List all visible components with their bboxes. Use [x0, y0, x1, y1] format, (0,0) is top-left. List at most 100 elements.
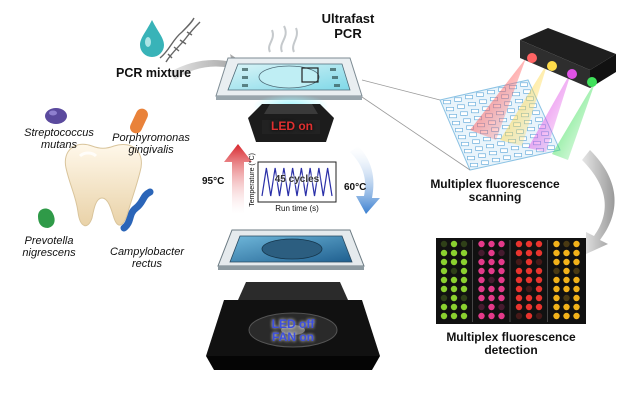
detection-well	[553, 285, 560, 293]
scan-well	[503, 155, 511, 160]
detection-well	[488, 312, 495, 320]
detection-well	[450, 285, 458, 293]
detection-well	[460, 249, 468, 257]
detection-well	[535, 303, 543, 311]
detection-well	[515, 285, 523, 293]
detection-well	[515, 294, 523, 302]
detection-well	[488, 285, 495, 293]
scanning-label-line2: scanning	[468, 190, 522, 205]
detection-label: Multiplex fluorescence detection	[428, 330, 594, 358]
detection-well	[515, 249, 523, 257]
scan-well	[475, 146, 483, 151]
detection-well	[573, 312, 580, 320]
plot-x-axis-label: Run time (s)	[275, 204, 319, 213]
detection-well	[553, 267, 560, 275]
connector-line	[361, 79, 441, 101]
detection-well	[488, 249, 495, 257]
detection-well	[440, 276, 448, 284]
scan-well	[500, 148, 508, 153]
dna-icon	[159, 17, 201, 63]
detection-well	[553, 312, 560, 320]
detection-well	[450, 267, 458, 275]
campylobacter-label: Campylobacter rectus	[92, 246, 202, 271]
ultrafast-pcr-line1: Ultrafast	[321, 11, 375, 26]
detection-well	[563, 276, 570, 284]
detection-well	[460, 294, 468, 302]
detection-well	[498, 240, 505, 248]
scan-well	[535, 117, 543, 122]
scan-well	[525, 150, 533, 155]
scan-well	[472, 139, 480, 144]
porphyromonas-icon	[130, 108, 148, 134]
cycles-label: 45 cycles	[274, 174, 320, 185]
detection-well	[515, 258, 523, 266]
detection-well	[563, 249, 570, 257]
scan-well	[476, 92, 484, 97]
scanning-label: Multiplex fluorescence scanning	[420, 177, 570, 205]
detection-arrow	[582, 150, 615, 254]
streptococcus-icon	[45, 108, 67, 124]
detection-well	[460, 285, 468, 293]
detection-well	[563, 312, 570, 320]
droplet-icon	[140, 20, 164, 57]
tooth-icon	[64, 143, 142, 227]
detection-well	[498, 312, 505, 320]
scan-well	[483, 137, 491, 142]
detection-well	[563, 285, 570, 293]
scan-well	[467, 156, 475, 161]
streptococcus-name-line2: mutans	[40, 139, 78, 152]
detection-well	[525, 267, 533, 275]
detection-well	[460, 240, 468, 248]
hot-temp-label: 95°C	[202, 176, 225, 187]
detection-well	[498, 294, 505, 302]
light-beam	[470, 58, 526, 140]
detection-well	[498, 276, 505, 284]
scan-well	[469, 132, 477, 137]
scan-well	[522, 143, 530, 148]
detection-label-line1: Multiplex fluorescence	[446, 330, 576, 344]
detection-well	[515, 267, 523, 275]
campylobacter-icon	[120, 188, 154, 232]
campylobacter-name-line2: rectus	[132, 258, 162, 271]
detection-well	[488, 303, 495, 311]
detection-well	[498, 258, 505, 266]
led-on-label: LED on	[271, 119, 313, 133]
fan-on-label: FAN on	[272, 330, 314, 345]
detection-well	[450, 294, 458, 302]
detection-well	[535, 240, 543, 248]
detection-well	[498, 303, 505, 311]
detection-well	[488, 276, 495, 284]
scan-well	[452, 121, 460, 126]
cold-temp-label: 60°C	[344, 182, 367, 193]
detection-well	[515, 240, 523, 248]
detection-well	[498, 249, 505, 257]
cooling-arrow	[350, 146, 380, 214]
led-off-label: LED off	[271, 317, 315, 331]
scan-well	[455, 128, 463, 133]
scan-well	[446, 107, 454, 112]
streptococcus-name-line1: Streptococcus	[24, 127, 94, 139]
detection-well	[488, 294, 495, 302]
light-beam	[552, 80, 596, 160]
detection-well	[498, 267, 505, 275]
detection-well	[535, 285, 543, 293]
detection-well	[535, 312, 543, 320]
campylobacter-name-line1: Campylobacter	[110, 246, 184, 258]
scan-well	[527, 127, 535, 132]
scan-well	[460, 111, 468, 116]
detection-well	[525, 312, 533, 320]
detection-well	[478, 240, 485, 248]
scan-well	[532, 110, 540, 115]
scan-well	[470, 163, 478, 168]
detection-well	[553, 258, 560, 266]
scan-well	[481, 160, 489, 165]
scan-well	[492, 158, 500, 163]
detection-well	[460, 303, 468, 311]
detection-well	[450, 312, 458, 320]
detection-well	[573, 303, 580, 311]
detection-well	[440, 258, 448, 266]
detection-well	[525, 285, 533, 293]
detection-well	[535, 276, 543, 284]
detection-well	[573, 240, 580, 248]
